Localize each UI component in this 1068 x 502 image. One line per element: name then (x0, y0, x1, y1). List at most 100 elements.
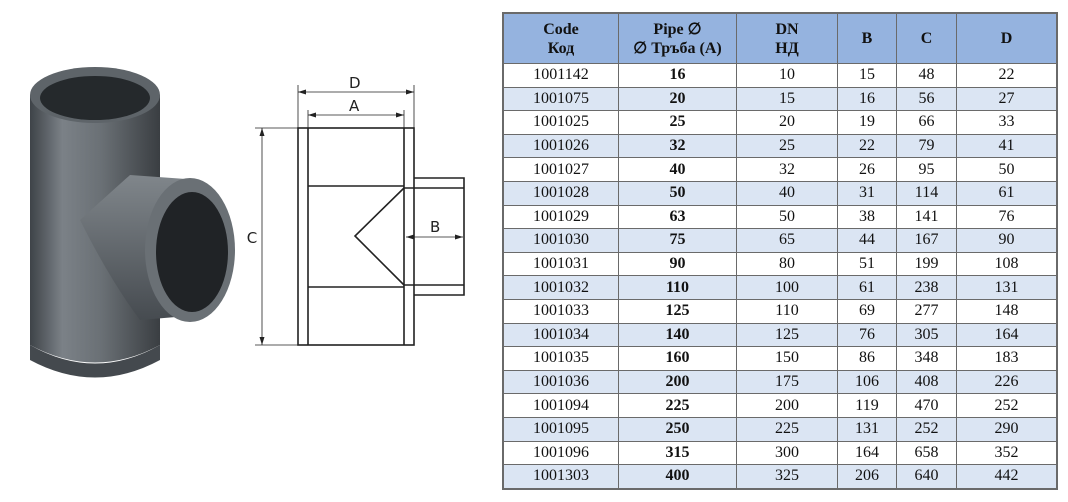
cell-pipe: 125 (618, 298, 737, 324)
cell-d: 148 (956, 298, 1058, 324)
cell-pipe: 160 (618, 346, 737, 371)
cell-pipe: 140 (618, 322, 737, 348)
cell-c: 252 (896, 416, 957, 442)
cell-c: 640 (896, 464, 957, 490)
cell-dn: 110 (736, 298, 838, 324)
cell-c: 95 (896, 157, 957, 182)
cell-pipe: 75 (618, 228, 737, 253)
cell-code: 1001303 (502, 464, 619, 490)
cell-c: 305 (896, 322, 957, 348)
cell-pipe: 25 (618, 110, 737, 135)
cell-dn: 50 (736, 204, 838, 230)
cell-pipe: 250 (618, 416, 737, 442)
cell-c: 141 (896, 204, 957, 230)
cell-dn: 225 (736, 416, 838, 442)
cell-d: 352 (956, 440, 1058, 466)
cell-d: 252 (956, 393, 1058, 418)
cell-code: 1001033 (502, 298, 619, 324)
cell-b: 76 (837, 322, 897, 348)
cell-dn: 25 (736, 133, 838, 159)
cell-code: 1001027 (502, 157, 619, 182)
cell-code: 1001029 (502, 204, 619, 230)
cell-c: 658 (896, 440, 957, 466)
cell-b: 119 (837, 393, 897, 418)
cell-b: 164 (837, 440, 897, 466)
cell-d: 33 (956, 110, 1058, 135)
cell-code: 1001025 (502, 110, 619, 135)
cell-pipe: 200 (618, 369, 737, 395)
cell-pipe: 40 (618, 157, 737, 182)
cell-b: 16 (837, 86, 897, 112)
cell-c: 114 (896, 180, 957, 206)
cell-b: 51 (837, 251, 897, 277)
cell-d: 442 (956, 464, 1058, 490)
cell-dn: 100 (736, 275, 838, 300)
cell-d: 226 (956, 369, 1058, 395)
cell-dn: 150 (736, 346, 838, 371)
cell-d: 164 (956, 322, 1058, 348)
cell-pipe: 110 (618, 275, 737, 300)
cell-code: 1001094 (502, 393, 619, 418)
cell-dn: 175 (736, 369, 838, 395)
cell-c: 408 (896, 369, 957, 395)
cell-b: 69 (837, 298, 897, 324)
cell-dn: 40 (736, 180, 838, 206)
cell-c: 470 (896, 393, 957, 418)
cell-pipe: 16 (618, 63, 737, 88)
cell-c: 199 (896, 251, 957, 277)
cell-pipe: 225 (618, 393, 737, 418)
cell-c: 167 (896, 228, 957, 253)
cell-d: 27 (956, 86, 1058, 112)
cell-c: 48 (896, 63, 957, 88)
cell-dn: 65 (736, 228, 838, 253)
cell-c: 277 (896, 298, 957, 324)
cell-b: 19 (837, 110, 897, 135)
cell-pipe: 315 (618, 440, 737, 466)
cell-code: 1001026 (502, 133, 619, 159)
cell-code: 1001036 (502, 369, 619, 395)
cell-dn: 15 (736, 86, 838, 112)
cell-d: 76 (956, 204, 1058, 230)
pvc-tee-photo (30, 67, 235, 378)
cell-dn: 20 (736, 110, 838, 135)
cell-code: 1001075 (502, 86, 619, 112)
header-c: C (896, 12, 957, 64)
cell-b: 26 (837, 157, 897, 182)
cell-code: 1001034 (502, 322, 619, 348)
cell-code: 1001096 (502, 440, 619, 466)
cell-code: 1001030 (502, 228, 619, 253)
cell-b: 38 (837, 204, 897, 230)
cell-dn: 125 (736, 322, 838, 348)
cell-code: 1001035 (502, 346, 619, 371)
dim-label-a: A (349, 97, 360, 115)
header-b: B (837, 12, 897, 64)
cell-code: 1001032 (502, 275, 619, 300)
cell-dn: 10 (736, 63, 838, 88)
cell-pipe: 63 (618, 204, 737, 230)
cell-b: 86 (837, 346, 897, 371)
cell-code: 1001142 (502, 63, 619, 88)
cell-c: 348 (896, 346, 957, 371)
cell-d: 131 (956, 275, 1058, 300)
cell-pipe: 400 (618, 464, 737, 490)
cell-b: 22 (837, 133, 897, 159)
cell-dn: 325 (736, 464, 838, 490)
